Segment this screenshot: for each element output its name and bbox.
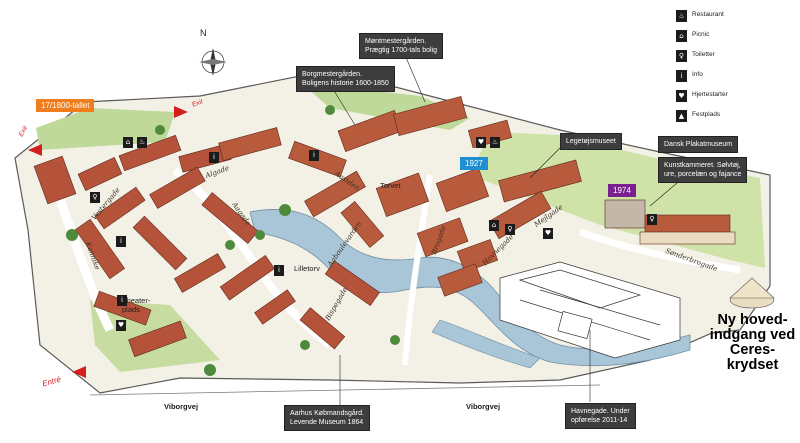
legend-label: Festplads [692, 111, 721, 118]
note-line: indgang ved [709, 327, 796, 343]
info-icon[interactable]: i [309, 150, 319, 161]
buildings-1974 [604, 199, 736, 245]
place-label-line: Theater- [122, 296, 151, 305]
picnic-icon: ⌂ [676, 30, 687, 42]
legend-row-heart-starter: ♥ Hjertestarter [676, 88, 796, 108]
callout-line: Borgmestergården. [302, 71, 362, 78]
legend-row-info: i Info [676, 68, 796, 88]
compass-north-letter: N [200, 28, 207, 38]
restaurant-icon[interactable]: ♨ [490, 137, 500, 148]
callout-aarhus-kobmandsgaard[interactable]: Aarhus Købmandsgård. Levende Museum 1864 [284, 405, 370, 431]
info-icon[interactable]: i [116, 236, 126, 247]
callout-line: Havnegade. Under [571, 408, 630, 415]
callout-legetojsmuseet[interactable]: Legetøjsmuseet [560, 133, 622, 150]
toilet-icon: ♀ [676, 50, 687, 62]
callout-montmestergaarden[interactable]: Møntmestergården. Prægtig 1700-tals boli… [359, 33, 443, 59]
buildings-center [218, 95, 582, 297]
heart-starter-icon: ♥ [676, 90, 687, 102]
legend-label: Hjertestarter [692, 91, 728, 98]
buildings-old-town [33, 134, 380, 358]
place-label-lilletorv: Lilletorv [294, 264, 320, 273]
river [249, 209, 691, 367]
trees [66, 105, 400, 376]
era-tag-1800: 17/1800-tallet [36, 99, 95, 112]
callout-borgmestergaarden[interactable]: Borgmestergården. Boligens historie 1600… [296, 66, 395, 92]
restaurant-icon: ♨ [676, 10, 687, 22]
callout-line: Dansk Plakatmuseum [664, 141, 733, 148]
road-label-viborgvej-right: Viborgvej [466, 402, 501, 411]
viborgvej [89, 384, 601, 396]
legend-label: Info [692, 71, 703, 78]
heart-starter-icon[interactable]: ♥ [543, 228, 553, 239]
callout-dansk-plakatmuseum[interactable]: Dansk Plakatmuseum [658, 136, 739, 153]
heart-starter-icon[interactable]: ♥ [476, 137, 486, 148]
picnic-icon[interactable]: ⌂ [123, 137, 133, 148]
place-label-torvet: Torvet [380, 181, 401, 190]
restaurant-icon[interactable]: ♨ [137, 137, 147, 148]
legend-label: Restaurant [692, 11, 724, 18]
toilet-icon[interactable]: ♀ [647, 214, 657, 225]
callout-line: Aarhus Købmandsgård. [290, 410, 364, 417]
place-label-theaterplads: Theater- plads [122, 296, 150, 314]
exit-arrow-left[interactable] [28, 144, 42, 156]
festival-icon: ▲ [676, 110, 687, 122]
entre-arrow[interactable] [72, 366, 86, 378]
callout-line: ure, porcelæn og fajance [664, 171, 742, 178]
new-main-entrance-note: Ny hoved- indgang ved Ceres- krydset [705, 313, 800, 373]
note-line: Ceres- [729, 342, 776, 358]
callout-line: Legetøjsmuseet [566, 138, 616, 145]
exit-arrow-top[interactable] [174, 106, 188, 118]
info-icon[interactable]: i [209, 152, 219, 163]
callout-line: Boligens historie 1600-1850 [302, 80, 389, 87]
callout-kunstkammeret[interactable]: Kunstkammeret. Sølvtøj, ure, porcelæn og… [658, 157, 748, 183]
place-label-line: plads [122, 305, 140, 314]
legend-label: Picnic [692, 31, 710, 38]
info-icon[interactable]: i [117, 295, 127, 306]
callout-line: Kunstkammeret. Sølvtøj, [664, 162, 741, 169]
legend-row-picnic: ⌂ Picnic [676, 28, 796, 48]
toilet-icon[interactable]: ♀ [90, 192, 100, 203]
compass-rose [199, 48, 227, 76]
map-legend: ♨ Restaurant ⌂ Picnic ♀ Toiletter i Info… [676, 8, 796, 128]
legend-row-festival: ▲ Festplads [676, 108, 796, 128]
legend-label: Toiletter [692, 51, 715, 58]
picnic-icon[interactable]: ⌂ [489, 220, 499, 231]
callout-line: Møntmestergården. [365, 38, 427, 45]
callout-line: Prægtig 1700-tals bolig [365, 47, 437, 54]
note-line: krydset [726, 357, 779, 373]
legend-row-restaurant: ♨ Restaurant [676, 8, 796, 28]
toilet-icon[interactable]: ♀ [505, 224, 515, 235]
callout-leader-lines [329, 54, 691, 406]
callout-line: Levende Museum 1864 [290, 419, 364, 426]
road-sonderbro [578, 228, 741, 274]
legend-row-toilet: ♀ Toiletter [676, 48, 796, 68]
canal [431, 319, 541, 369]
callout-line: opførelse 2011-14 [571, 417, 628, 424]
road-west [55, 198, 115, 333]
buildings-havnegade-outline [499, 261, 681, 359]
note-line: Ny hoved- [717, 312, 788, 328]
heart-starter-icon[interactable]: ♥ [116, 320, 126, 331]
carousel-illustration [729, 277, 775, 309]
road-label-viborgvej-left: Viborgvej [164, 402, 199, 411]
info-icon[interactable]: i [274, 265, 284, 276]
era-tag-1974: 1974 [608, 184, 636, 197]
info-icon: i [676, 70, 687, 82]
era-tag-1927: 1927 [460, 157, 488, 170]
callout-havnegade[interactable]: Havnegade. Under opførelse 2011-14 [565, 403, 636, 429]
